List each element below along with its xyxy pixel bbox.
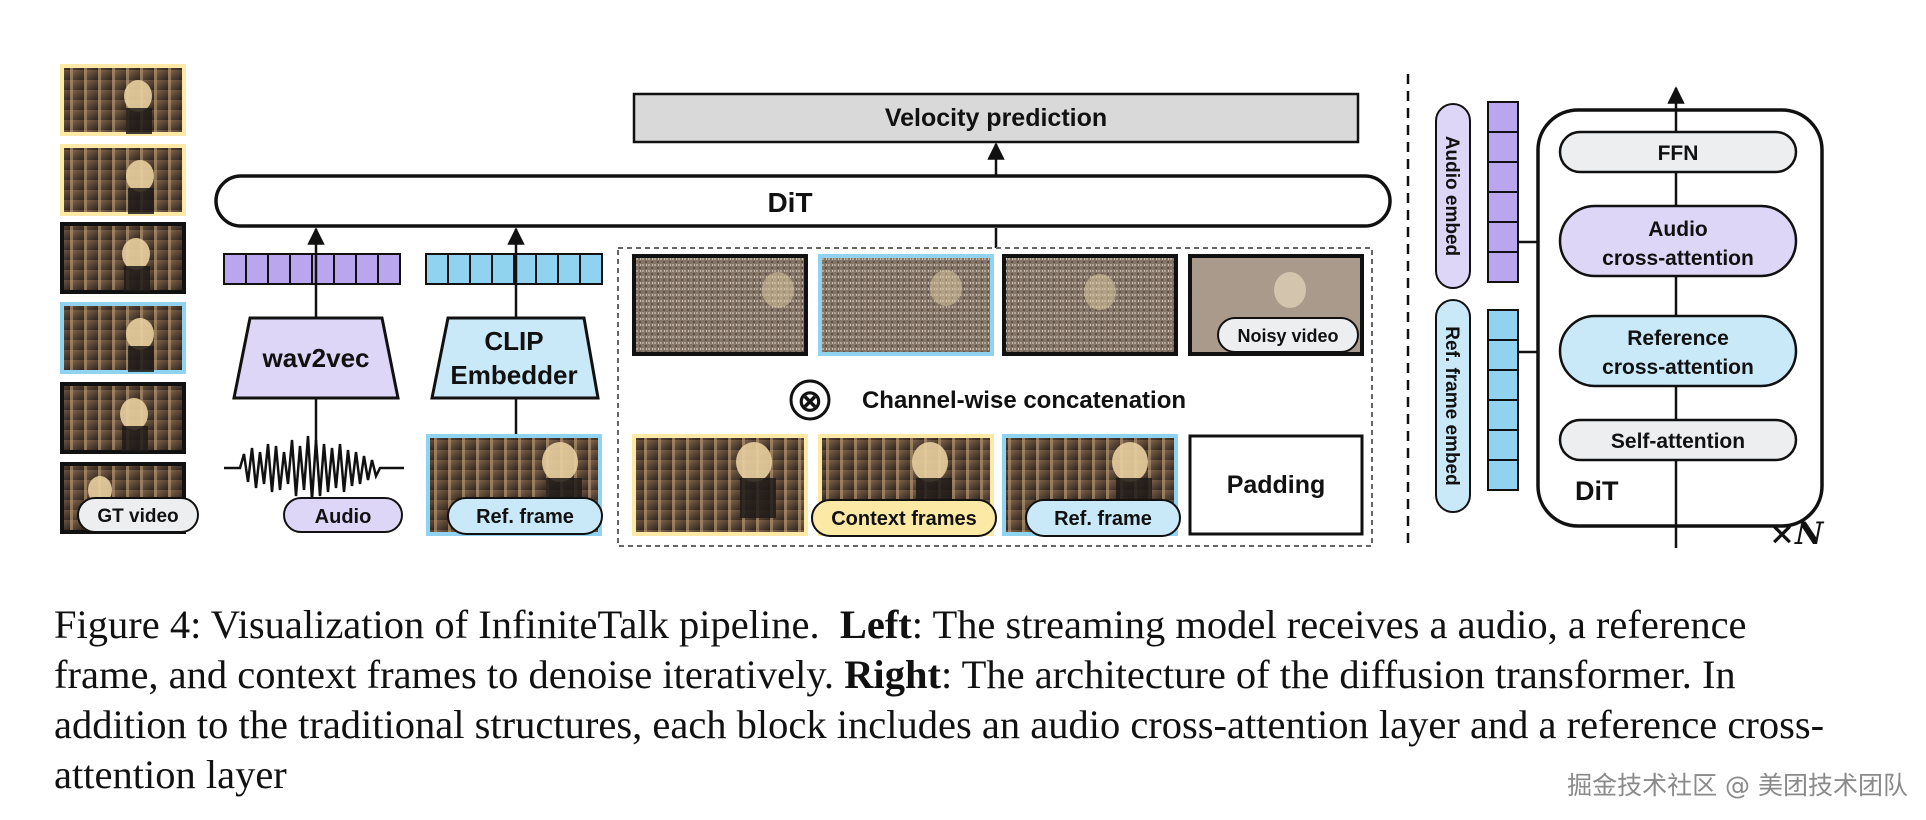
- ref-frame-pill: [447, 497, 603, 535]
- watermark: 掘金技术社区 @ 美团技术团队: [1567, 771, 1908, 800]
- clip-label-line1: CLIP: [484, 326, 543, 356]
- dit-bar-label: DiT: [767, 187, 812, 218]
- context-frames-pill: [811, 499, 997, 537]
- dit-block-label: DiT: [1575, 476, 1619, 506]
- noisy-frame-2: [818, 254, 994, 356]
- gt-frame-5: [60, 382, 186, 454]
- context-frames-label: Context frames: [831, 508, 977, 530]
- ref-frame-embed-pill: [1435, 299, 1471, 513]
- ffn-label: FFN: [1658, 142, 1699, 165]
- velocity-prediction-box: [632, 92, 1360, 144]
- concat-label: Channel-wise concatenation: [862, 387, 1186, 414]
- wav2vec-encoder: [232, 316, 400, 400]
- gt-frame-2: [60, 144, 186, 216]
- caption-left-text: : The streaming model receives a audio, …: [54, 602, 1747, 697]
- caption-right-text: : The architecture of the diffusion tran…: [54, 652, 1825, 797]
- audio-pill: [283, 497, 403, 533]
- ref-ca-line1: Reference: [1627, 327, 1729, 350]
- pipeline-diagram: GT video Velocity prediction DiT wav2vec…: [60, 64, 1825, 552]
- audio-ca-line1: Audio: [1648, 218, 1707, 241]
- gt-video-pill: [77, 497, 199, 533]
- self-attention-box: [1558, 418, 1798, 462]
- clip-label-line2: Embedder: [450, 360, 577, 390]
- padding-label: Padding: [1227, 471, 1326, 499]
- clip-embedder: [430, 316, 600, 400]
- gt-frame-4: [60, 302, 186, 374]
- wav2vec-label: wav2vec: [262, 343, 370, 373]
- audio-ca-line2: cross-attention: [1602, 247, 1754, 270]
- gt-video-frames: GT video: [60, 64, 199, 534]
- concat-region: [617, 247, 1373, 547]
- velocity-prediction-label: Velocity prediction: [885, 104, 1107, 132]
- gt-video-label: GT video: [97, 506, 178, 527]
- concat-symbol-icon: ⊗: [797, 385, 822, 418]
- noisy-video-pill: [1217, 317, 1359, 353]
- noisy-frames: [632, 254, 1364, 356]
- gt-frame-3: [60, 222, 186, 294]
- gt-frame-1: [60, 64, 186, 136]
- audio-embedding-tokens: [223, 253, 401, 285]
- padding-box: [1188, 434, 1364, 536]
- audio-embed-label: Audio embed: [1441, 136, 1462, 256]
- self-attention-label: Self-attention: [1611, 430, 1745, 453]
- ref-frame-embed-label: Ref. frame embed: [1441, 326, 1462, 485]
- context-frame-1: [632, 434, 808, 536]
- caption-left-label: Left: [839, 602, 912, 647]
- caption-figure-label: Figure 4: Visualization of InfiniteTalk …: [54, 602, 820, 647]
- ref-frame-label-2: Ref. frame: [1054, 508, 1152, 530]
- ref-cross-attention-box: [1558, 314, 1798, 388]
- audio-label: Audio: [315, 506, 372, 528]
- noisy-frame-3: [1002, 254, 1178, 356]
- noisy-video-label: Noisy video: [1237, 326, 1338, 346]
- caption-right-label: Right: [844, 652, 941, 697]
- audio-embed-pill: [1435, 103, 1471, 289]
- audio-waveform-icon: [224, 435, 404, 501]
- repeat-n-label: ×N: [1769, 516, 1825, 552]
- ref-frame-label: Ref. frame: [476, 506, 574, 528]
- ffn-box: [1558, 130, 1798, 174]
- audio-cross-attention-box: [1558, 204, 1798, 278]
- ref-frame-pill-2: [1025, 499, 1181, 537]
- dit-bar: [214, 174, 1392, 228]
- ref-embedding-tokens: [425, 253, 603, 285]
- audio-embed-tokens: [1487, 101, 1519, 283]
- figure-caption: Figure 4: Visualization of InfiniteTalk …: [54, 600, 1854, 800]
- noisy-frame-1: [632, 254, 808, 356]
- ref-ca-line2: cross-attention: [1602, 356, 1754, 379]
- concat-circle: [789, 379, 831, 421]
- ref-frame-embed-tokens: [1487, 309, 1519, 491]
